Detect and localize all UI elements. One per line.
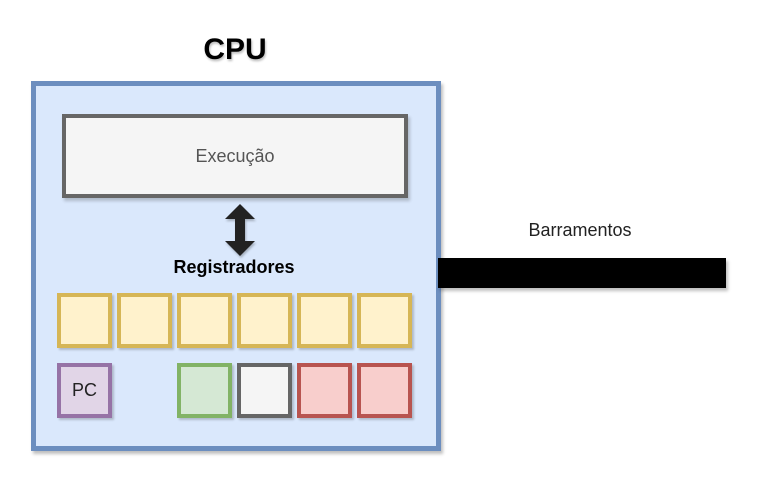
double-arrow-icon (225, 204, 255, 256)
bus-label: Barramentos (528, 220, 632, 240)
cpu-title: CPU (203, 33, 267, 66)
register-red (357, 363, 412, 418)
register-yellow (357, 293, 412, 348)
register-yellow (237, 293, 292, 348)
register-green (177, 363, 232, 418)
register-pc: PC (57, 363, 112, 418)
register-gray (237, 363, 292, 418)
register-red (297, 363, 352, 418)
register-yellow (177, 293, 232, 348)
execution-unit: Execução (62, 114, 408, 198)
registers-label: Registradores (173, 257, 295, 277)
bus-bar (438, 258, 726, 288)
register-yellow (297, 293, 352, 348)
register-yellow (117, 293, 172, 348)
register-yellow (57, 293, 112, 348)
